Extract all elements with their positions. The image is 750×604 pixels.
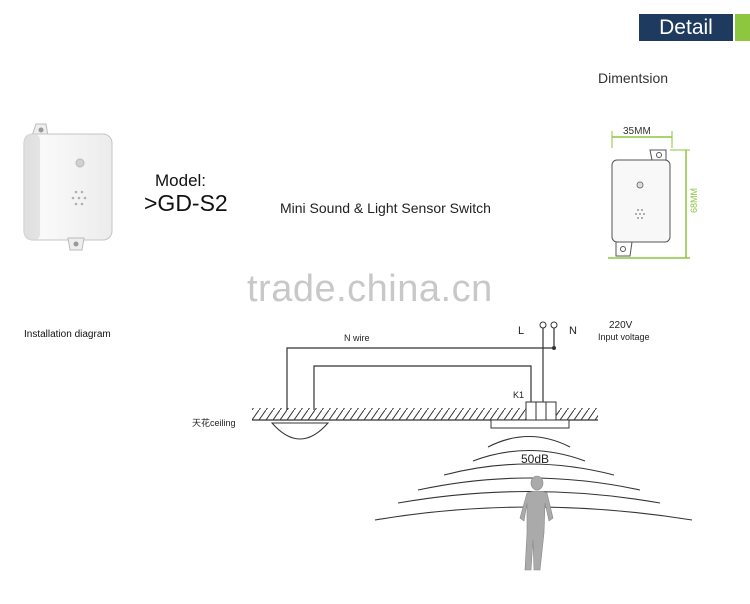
mic-holes-icon bbox=[71, 190, 87, 206]
height-label: 68MM bbox=[689, 188, 699, 213]
n-wire bbox=[286, 328, 555, 410]
dimension-drawing: 35MM 68MM bbox=[608, 126, 699, 259]
product-photo bbox=[23, 123, 113, 251]
detail-accent-bar bbox=[735, 14, 750, 41]
lamp-icon bbox=[270, 422, 330, 440]
n-wire-label: N wire bbox=[344, 333, 370, 343]
n-label: N bbox=[569, 325, 577, 337]
watermark: trade.china.cn bbox=[247, 268, 493, 310]
model-label: Model: bbox=[155, 171, 207, 190]
light-sensor-icon bbox=[75, 158, 85, 168]
terminal-n bbox=[550, 321, 558, 329]
person-icon bbox=[519, 475, 554, 571]
voltage-label: Input voltage bbox=[598, 332, 650, 342]
ceiling-hatch bbox=[252, 408, 598, 420]
l-label: L bbox=[518, 325, 524, 337]
terminal-l bbox=[539, 321, 547, 329]
mount-hole-top bbox=[38, 127, 44, 133]
width-label: 35MM bbox=[623, 126, 651, 137]
product-name: Mini Sound & Light Sensor Switch bbox=[280, 200, 491, 216]
sound-level-label: 50dB bbox=[521, 452, 549, 466]
device-outline bbox=[611, 159, 671, 243]
k1-label: K1 bbox=[513, 390, 524, 400]
return-wire bbox=[313, 365, 532, 410]
model-value: >GD-S2 bbox=[144, 190, 228, 216]
installation-diagram: N wire L N 220V Input voltage K1 天花ceili… bbox=[192, 320, 693, 571]
dimension-title: Dimentsion bbox=[598, 70, 669, 86]
switch-body bbox=[525, 401, 557, 421]
sensor-plate bbox=[490, 419, 570, 429]
installation-title: Installation diagram bbox=[24, 329, 111, 340]
detail-tab: Detail bbox=[639, 14, 733, 41]
ceiling-label: 天花ceiling bbox=[192, 417, 236, 428]
wiring bbox=[286, 328, 555, 410]
voltage-value: 220V bbox=[609, 320, 633, 331]
mount-hole-bottom bbox=[73, 241, 79, 247]
